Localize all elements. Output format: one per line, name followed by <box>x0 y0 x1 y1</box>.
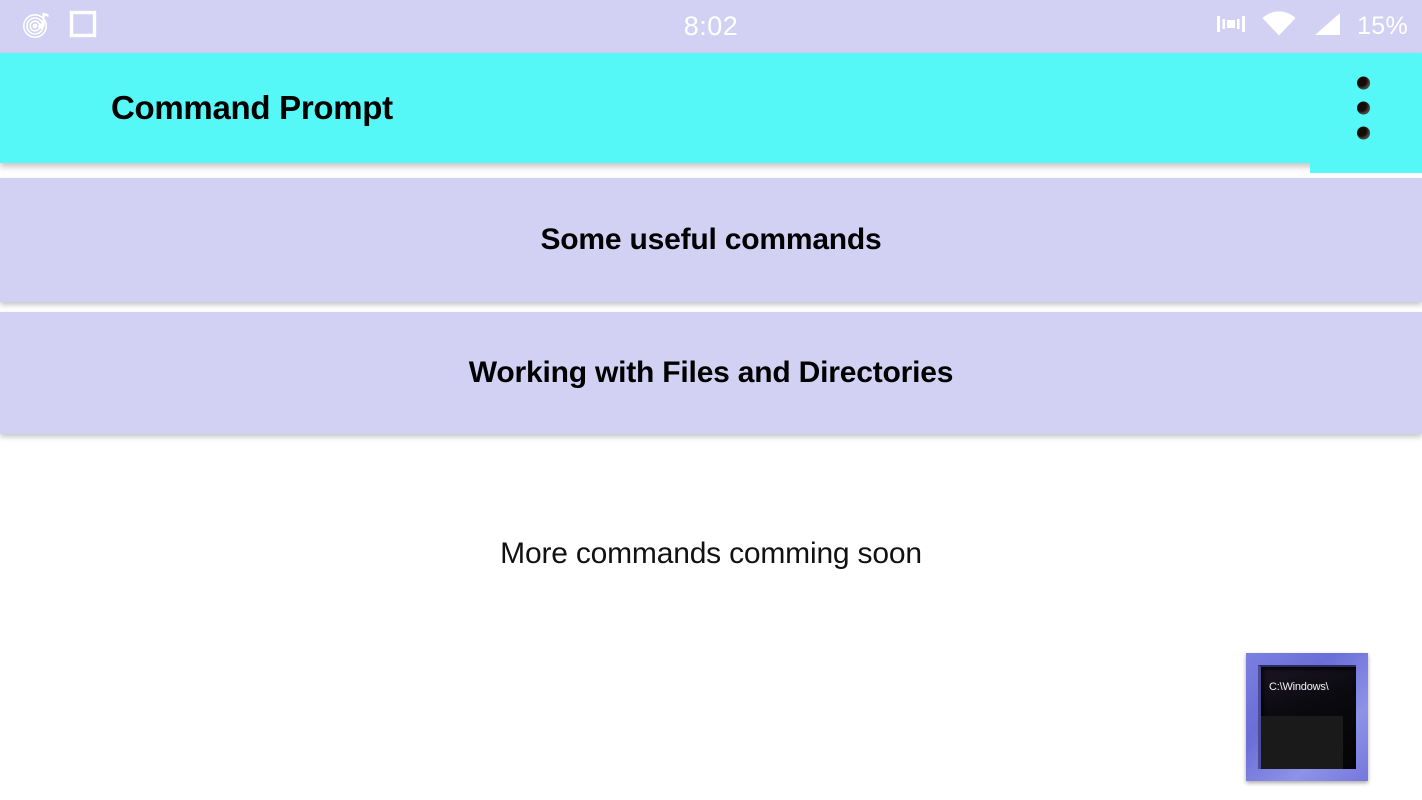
overflow-dot-icon <box>1357 101 1370 115</box>
status-bar-notification-icons <box>0 9 98 44</box>
overflow-menu-button[interactable] <box>1347 71 1380 146</box>
vibrate-icon <box>1215 9 1247 44</box>
square-outline-icon <box>68 9 98 44</box>
app-bar-shadow-mask <box>1310 163 1422 173</box>
overflow-dot-icon <box>1357 76 1370 90</box>
status-bar-system-icons: 15% <box>1215 0 1408 53</box>
status-bar-clock: 8:02 <box>683 11 739 41</box>
card-working-with-files-and-directories[interactable]: Working with Files and Directories <box>0 312 1422 434</box>
app-title: Command Prompt <box>111 89 393 126</box>
music-note-icon <box>22 9 52 44</box>
card-some-useful-commands[interactable]: Some useful commands <box>0 178 1422 302</box>
command-prompt-icon-screen: C:\Windows\ <box>1258 665 1356 769</box>
coming-soon-note: More commands comming soon <box>500 537 922 570</box>
command-prompt-icon[interactable]: C:\Windows\ <box>1246 653 1368 781</box>
card-label: Some useful commands <box>540 223 882 256</box>
app-bar: Command Prompt <box>0 53 1422 163</box>
overflow-dot-icon <box>1357 126 1370 140</box>
command-prompt-icon-screen-lower <box>1261 715 1343 769</box>
status-bar: 8:02 <box>0 0 1422 53</box>
command-prompt-icon-path-text: C:\Windows\ <box>1269 681 1329 693</box>
card-label: Working with Files and Directories <box>468 356 954 389</box>
signal-icon <box>1311 9 1343 44</box>
battery-percent-label: 15% <box>1357 12 1408 40</box>
wifi-icon <box>1261 9 1297 44</box>
